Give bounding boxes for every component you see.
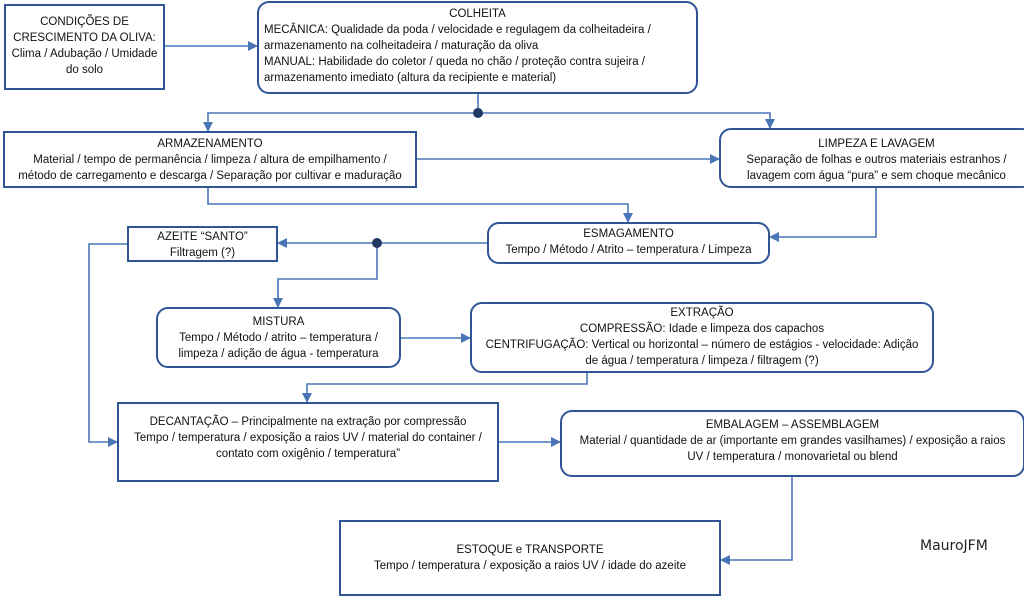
node-text-line: Separação de folhas e outros materiais e… [746,154,1007,166]
node-text-line: Tempo / Método / Atrito – temperatura / … [505,244,752,256]
node-crushing: ESMAGAMENTO Tempo / Método / Atrito – te… [487,222,770,264]
node-text-line: DECANTAÇÃO – Principalmente na extração … [149,416,467,428]
node-stock-transport: ESTOQUE e TRANSPORTE Tempo / temperatura… [339,520,721,596]
node-packaging: EMBALAGEM – ASSEMBLAGEM Material / quant… [560,410,1024,477]
node-text-line: Material / quantidade de ar (importante … [579,435,1006,447]
node-text-line: AZEITE “SANTO” [157,231,248,243]
junction-dot-harvest [473,108,483,118]
node-title: COLHEITA [449,8,506,20]
node-title: ESTOQUE e TRANSPORTE [456,544,604,556]
node-text-line: MANUAL: Habilidade do coletor / queda no… [264,56,645,68]
node-text-line: CONDIÇÕES DE [40,16,129,28]
node-text-line: CENTRIFUGAÇÃO: Vertical ou horizontal – … [485,339,919,351]
node-text-line: Filtragem (?) [169,247,236,259]
node-text-line: Tempo / Método / atrito – temperatura / [179,332,378,344]
node-text-line: MECÂNICA: Qualidade da poda / velocidade… [264,24,651,36]
node-title: EXTRAÇÃO [670,307,734,319]
arrow-storage-to-crushing [207,188,633,223]
node-text-line: lavagem com água “pura” e sem choque mec… [747,170,1006,182]
node-text-line: armazenamento na colheitadeira / maturaç… [264,40,539,52]
node-text-line: de água / temperatura / limpeza / filtra… [585,355,819,367]
node-text-line: UV / temperatura / monovarietal ou blend [687,451,898,463]
arrow-cleaning-to-crushing [769,188,877,242]
node-santo-oil: AZEITE “SANTO” Filtragem (?) [127,226,278,262]
author-signature: MauroJFM [920,538,988,554]
node-text-line: Tempo / temperatura / exposição a raios … [374,560,686,572]
node-mixing: MISTURA Tempo / Método / atrito – temper… [156,307,401,368]
arrow-packaging-to-stock [720,477,793,565]
arrow-junction-to-cleaning [478,112,775,129]
node-text-line: do solo [65,64,104,76]
arrow-junction-to-storage [203,112,478,132]
node-extraction: EXTRAÇÃO COMPRESSÃO: Idade e limpeza dos… [470,302,934,373]
node-text-line: limpeza / adição de água - temperatura [178,348,379,360]
node-title: ARMAZENAMENTO [157,138,263,150]
node-text-line: COMPRESSÃO: Idade e limpeza dos capachos [579,323,825,335]
node-decanting: DECANTAÇÃO – Principalmente na extração … [117,402,499,482]
node-text-line: Tempo / temperatura / exposição a raios … [134,432,482,444]
node-storage: ARMAZENAMENTO Material / tempo de perman… [3,131,417,188]
node-cleaning: LIMPEZA E LAVAGEM Separação de folhas e … [719,128,1024,188]
node-text-line: Material / tempo de permanência / limpez… [33,154,387,166]
node-title: LIMPEZA E LAVAGEM [818,138,935,150]
arrow-santo-to-decanting [88,243,127,447]
node-title: MISTURA [252,316,305,328]
node-text-line: CRESCIMENTO DA OLIVA: [13,32,156,44]
node-text-line: contato com oxigênio / temperatura” [215,448,401,460]
node-title: ESMAGAMENTO [583,228,674,240]
node-text-line: método de carregamento e descarga / Sepa… [18,170,402,182]
node-text-line: armazenamento imediato (altura da recipi… [264,72,557,84]
arrow-junction-to-mixing [273,243,378,308]
node-growth-conditions: CONDIÇÕES DE CRESCIMENTO DA OLIVA: Clima… [4,4,165,90]
node-harvest: COLHEITA MECÂNICA: Qualidade da poda / v… [257,1,698,94]
node-title: EMBALAGEM – ASSEMBLAGEM [705,419,880,431]
arrow-extraction-to-decanting [302,373,588,403]
node-text-line: Clima / Adubação / Umidade [11,48,158,60]
junction-dot-crushing [372,238,382,248]
